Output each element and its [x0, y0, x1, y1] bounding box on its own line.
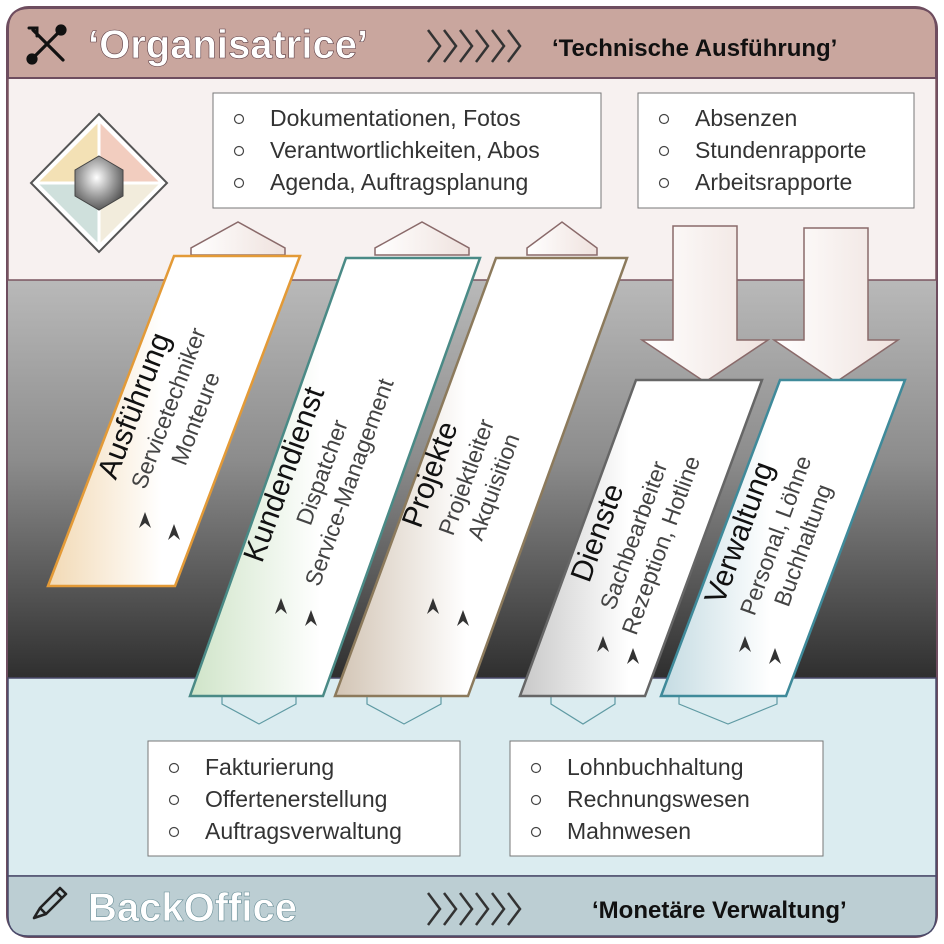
bullet-icon [530, 826, 542, 838]
chevron-arrows-icon [427, 892, 522, 926]
list-item: Stundenrapporte [695, 137, 866, 163]
header-bar [7, 7, 937, 79]
bullet-icon [233, 177, 245, 189]
footer-subtitle: ‘Monetäre Verwaltung’ [592, 897, 847, 924]
person-icons [739, 636, 781, 664]
top-box-right [637, 92, 915, 209]
list-item: Absenzen [695, 105, 797, 131]
tools-icon [26, 24, 67, 65]
person-icons [427, 598, 469, 626]
list-item: Offertenerstellung [205, 786, 387, 812]
bullet-icon [530, 762, 542, 774]
list-item: Mahnwesen [567, 818, 691, 844]
bullet-icon [168, 826, 180, 838]
bullet-icon [658, 177, 670, 189]
list-item: Fakturierung [205, 754, 334, 780]
bullet-icon [530, 794, 542, 806]
list-item: Lohnbuchhaltung [567, 754, 744, 780]
bottom-box-left [147, 740, 461, 857]
list-item: Dokumentationen, Fotos [270, 105, 521, 131]
down-arrow-dienste [639, 225, 771, 383]
logo-diamond [29, 112, 169, 254]
down-arrow-verwaltung [771, 227, 901, 383]
bullet-icon [233, 145, 245, 157]
up-arrow-2 [374, 221, 470, 256]
person-icons [275, 598, 317, 626]
footer-title: BackOffice [88, 886, 297, 930]
list-item: Arbeitsrapporte [695, 169, 852, 195]
list-item: Verantwortlichkeiten, Abos [270, 137, 540, 163]
card-ausfuehrung: Ausführung Servicetechniker Monteure [46, 254, 302, 588]
footer-bar [7, 875, 937, 937]
bottom-box-right [509, 740, 824, 857]
bullet-icon [168, 794, 180, 806]
person-icons [139, 512, 180, 540]
person-icons [597, 636, 639, 664]
list-item: Agenda, Auftragsplanung [270, 169, 528, 195]
chevron-arrows-icon [427, 29, 522, 63]
list-item: Rechnungswesen [567, 786, 750, 812]
up-arrow-3 [526, 221, 598, 256]
bullet-icon [658, 145, 670, 157]
list-item: Auftragsverwaltung [205, 818, 402, 844]
header-subtitle: ‘Technische Ausführung’ [552, 35, 837, 62]
bullet-icon [168, 762, 180, 774]
top-box-left [212, 92, 602, 209]
hexagon-icon [74, 155, 124, 211]
header-title: ‘Organisatrice’ [88, 23, 368, 67]
bullet-icon [658, 113, 670, 125]
bullet-icon [233, 113, 245, 125]
pencil-icon [32, 886, 68, 920]
